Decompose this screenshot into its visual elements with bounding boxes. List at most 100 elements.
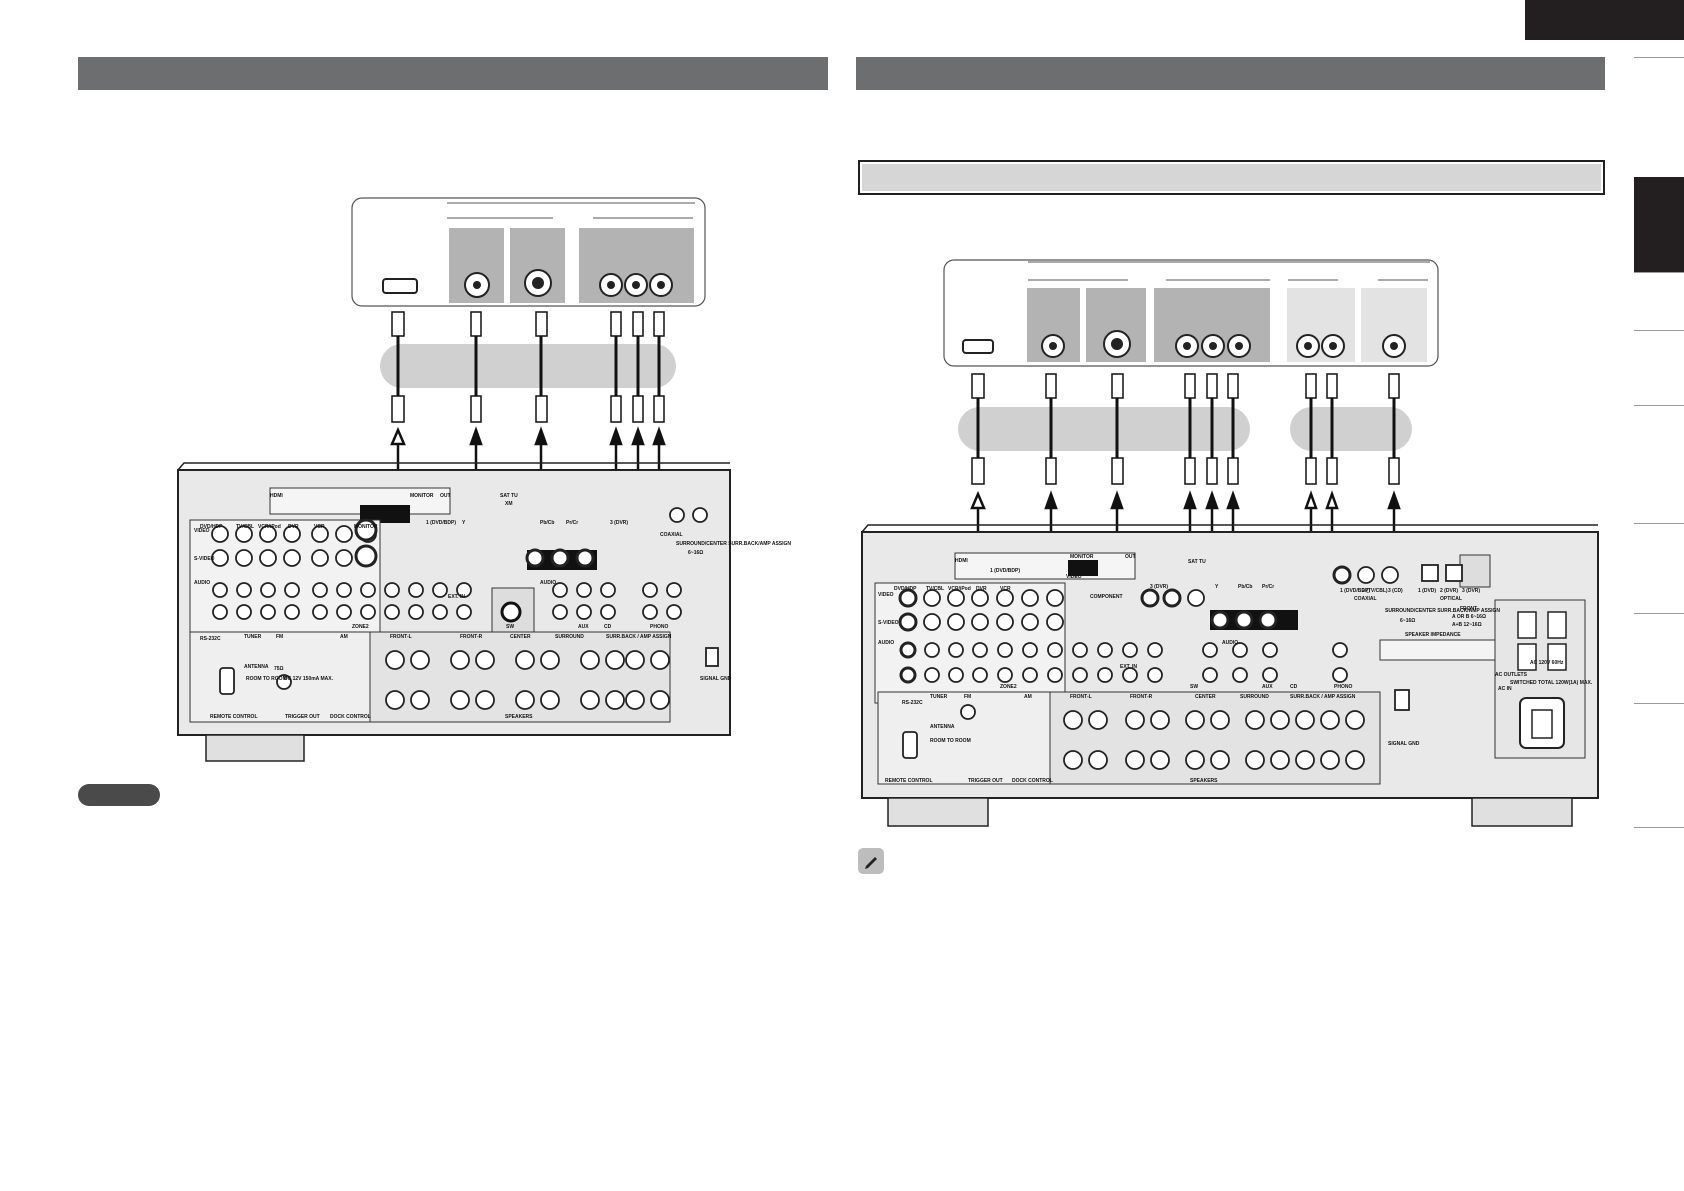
- right-label-audio-2: AUDIO: [1222, 640, 1238, 646]
- right-label-imp-surr: 6~16Ω: [1400, 618, 1415, 624]
- left-label-75ohm: 75Ω: [274, 666, 284, 672]
- right-jacks: [898, 564, 1463, 770]
- left-connection-diagram: HDMI MONITOR OUT SAT TU XM 1 (DVD/BDP) Y…: [177, 197, 791, 762]
- left-label-zone2: ZONE2: [352, 624, 369, 630]
- right-label-room-to-room: ROOM TO ROOM: [930, 738, 971, 744]
- right-label-video: VIDEO: [1066, 574, 1082, 580]
- left-label-dvd-hdp: DVD/HDP: [200, 524, 223, 530]
- right-label-opt-1: 1 (DVD): [1418, 588, 1436, 594]
- right-label-s-video: S-VIDEO: [878, 620, 899, 626]
- right-label-y: Y: [1215, 584, 1219, 590]
- side-tab-4[interactable]: [1634, 330, 1684, 405]
- right-label-ac-outlet: AC OUTLETS: [1495, 672, 1528, 678]
- right-label-aux: AUX: [1262, 684, 1273, 690]
- right-label-tuner: TUNER: [930, 694, 948, 700]
- right-label-vcr-ipod: VCR/iPod: [948, 586, 971, 592]
- left-label-surround: SURROUND: [555, 634, 584, 640]
- side-tab-2-active[interactable]: [1634, 177, 1684, 272]
- left-label-cd: CD: [604, 624, 612, 630]
- left-label-vcr: VCR: [314, 524, 325, 530]
- right-label-zone2: ZONE2: [1000, 684, 1017, 690]
- right-label-trigger-out: TRIGGER OUT: [968, 778, 1003, 784]
- right-label-center: CENTER: [1195, 694, 1216, 700]
- right-label-cd: CD: [1290, 684, 1298, 690]
- right-label-dvr-short: DVR: [976, 586, 987, 592]
- right-label-surround: SURROUND: [1240, 694, 1269, 700]
- left-label-impedance: 6~16Ω: [688, 550, 703, 556]
- right-label-ac-in: AC IN: [1498, 686, 1512, 692]
- side-tab-8[interactable]: [1634, 703, 1684, 828]
- right-source-device: [943, 259, 1439, 367]
- left-label-sat-tu: SAT TU: [500, 493, 518, 499]
- left-source-device: [351, 197, 706, 307]
- right-label-opt-3: 3 (DVR): [1462, 588, 1480, 594]
- left-label-xm: XM: [505, 501, 513, 507]
- left-label-hdmi: HDMI: [270, 493, 283, 499]
- right-label-component: COMPONENT: [1090, 594, 1123, 600]
- note-label-pill: [78, 784, 160, 806]
- left-label-dvr-short: DVR: [288, 524, 299, 530]
- right-label-video-2: VIDEO: [878, 592, 894, 598]
- right-label-hdmi: HDMI: [955, 558, 968, 564]
- left-cable-band: [380, 344, 676, 388]
- right-label-signal-gnd: SIGNAL GND: [1388, 741, 1420, 747]
- right-label-audio: AUDIO: [878, 640, 894, 646]
- left-label-dvd-bdp: 1 (DVD/BDP): [426, 520, 456, 526]
- left-label-video: VIDEO: [194, 528, 210, 534]
- left-label-audio: AUDIO: [194, 580, 210, 586]
- right-label-sw: SW: [1190, 684, 1198, 690]
- left-label-room-to-room: ROOM TO ROOM: [246, 676, 287, 682]
- side-tab-5[interactable]: [1634, 405, 1684, 523]
- right-label-coax-1: 1 (DVD/BDP): [1340, 588, 1370, 594]
- right-connection-diagram: HDMI MONITOR OUT 1 (DVD/BDP) SAT TU COMP…: [861, 259, 1599, 827]
- right-label-opt-2: 2 (DVR): [1440, 588, 1458, 594]
- left-label-vcr-ipod: VCR/iPod: [258, 524, 281, 530]
- right-label-speaker-impedance: SPEAKER IMPEDANCE: [1405, 632, 1461, 638]
- right-label-pbcb: Pb/Cb: [1238, 584, 1252, 590]
- right-label-coaxial: COAXIAL: [1354, 596, 1377, 602]
- side-tab-3[interactable]: [1634, 272, 1684, 330]
- side-tab-7[interactable]: [1634, 613, 1684, 703]
- right-label-am: AM: [1024, 694, 1032, 700]
- right-label-front-r: FRONT-R: [1130, 694, 1153, 700]
- left-label-ext-in: EXT. IN: [448, 594, 465, 600]
- left-label-front-l: FRONT-L: [390, 634, 412, 640]
- left-label-prcr: Pr/Cr: [566, 520, 578, 526]
- left-label-surround-center: SURROUND/CENTER SURR.BACK/AMP ASSIGN: [676, 541, 791, 547]
- right-label-vcr: VCR: [1000, 586, 1011, 592]
- right-label-switched: SWITCHED TOTAL 120W(1A) MAX.: [1510, 680, 1593, 686]
- right-label-front: FRONT: [1460, 606, 1477, 612]
- left-label-y: Y: [462, 520, 466, 526]
- right-cable-band-audio: [1290, 407, 1412, 451]
- left-label-dc12v: DC 12V 150mA MAX.: [284, 676, 334, 682]
- right-label-surr-back: SURR.BACK / AMP ASSIGN: [1290, 694, 1356, 700]
- right-label-speakers: SPEAKERS: [1190, 778, 1218, 784]
- left-label-remote-control: REMOTE CONTROL: [210, 714, 258, 720]
- side-tab-6[interactable]: [1634, 523, 1684, 613]
- right-label-dvr: 3 (DVR): [1150, 584, 1168, 590]
- side-tab-1[interactable]: [1634, 57, 1684, 177]
- left-section-header-bar: [78, 57, 828, 90]
- left-label-sw: SW: [506, 624, 514, 630]
- right-cable-band-video: [958, 407, 1250, 451]
- right-label-optical: OPTICAL: [1440, 596, 1462, 602]
- left-label-out: OUT: [440, 493, 451, 499]
- right-label-dock-control: DOCK CONTROL: [1012, 778, 1053, 784]
- right-label-out: OUT: [1125, 554, 1136, 560]
- left-label-surr-back: SURR.BACK / AMP ASSIGN: [606, 634, 672, 640]
- left-label-dvr: 3 (DVR): [610, 520, 628, 526]
- right-label-monitor: MONITOR: [1070, 554, 1094, 560]
- right-label-imp-front-a: A OR B 6~16Ω: [1452, 614, 1486, 620]
- left-label-pbcb: Pb/Cb: [540, 520, 554, 526]
- right-label-phono: PHONO: [1334, 684, 1352, 690]
- left-label-signal-gnd: SIGNAL GND: [700, 676, 732, 682]
- left-label-monitor-2: MONITOR: [354, 524, 378, 530]
- hdmi-port-icon: [382, 278, 418, 294]
- right-label-ac-rating: AC 120V 60Hz: [1530, 660, 1564, 666]
- left-jacks: [211, 507, 719, 710]
- left-label-audio-2: AUDIO: [540, 580, 556, 586]
- left-label-coaxial: COAXIAL: [660, 532, 683, 538]
- right-section-header-bar: [856, 57, 1605, 90]
- right-label-surround-center: SURROUND/CENTER SURR.BACK/AMP ASSIGN: [1385, 608, 1500, 614]
- left-label-monitor: MONITOR: [410, 493, 434, 499]
